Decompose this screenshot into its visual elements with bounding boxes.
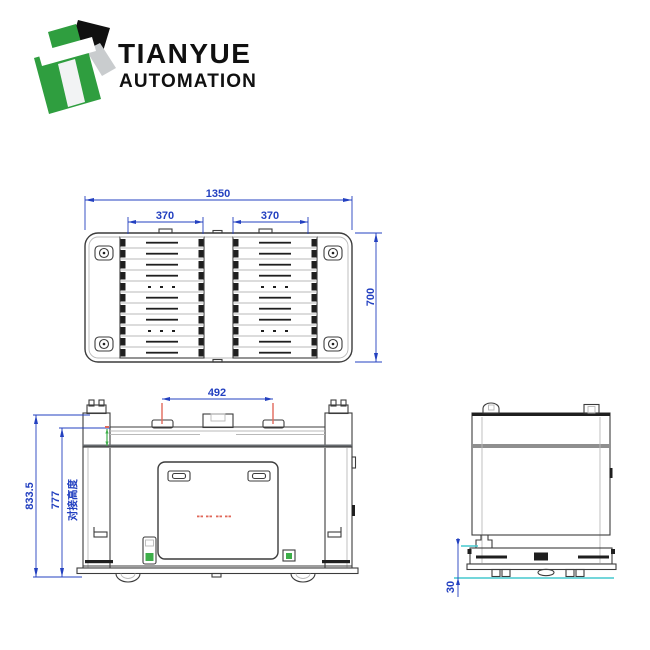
dim-overall-width-label: 700 bbox=[365, 288, 377, 306]
dim-left-bay-label: 370 bbox=[156, 210, 174, 222]
logo-mark-icon bbox=[34, 20, 116, 114]
dim-ground-clearance: 30 bbox=[445, 538, 460, 597]
sensor-box-icon bbox=[583, 403, 600, 414]
logo-title: TIANYUE bbox=[118, 38, 252, 69]
dim-docking-height: 777 对接高度 bbox=[50, 427, 110, 577]
logo: TIANYUE AUTOMATION bbox=[0, 0, 400, 130]
left-roller-bay bbox=[119, 236, 205, 359]
dim-docking-height-cn-label: 对接高度 bbox=[66, 479, 79, 521]
nameplate-marks bbox=[197, 515, 231, 518]
side-view: 30 bbox=[445, 402, 617, 597]
door-handle-icon bbox=[167, 470, 191, 482]
wheel-icon bbox=[115, 572, 141, 583]
wheel-icon bbox=[290, 572, 316, 583]
corner-boss-icon bbox=[94, 336, 114, 352]
door-handle-icon bbox=[247, 470, 271, 482]
door-panel bbox=[157, 461, 279, 560]
power-switch bbox=[282, 549, 296, 562]
dim-overall-height-label: 833.5 bbox=[24, 482, 36, 510]
dim-overall-length: 1350 bbox=[84, 188, 353, 230]
top-view: 1350 370 370 700 bbox=[84, 188, 382, 363]
corner-boss-icon bbox=[323, 336, 343, 352]
logo-subtitle: AUTOMATION bbox=[119, 71, 258, 92]
sensor-dome-icon bbox=[482, 402, 500, 414]
caster-icon bbox=[565, 568, 585, 578]
dim-ground-clearance-label: 30 bbox=[445, 581, 457, 593]
dim-right-bay: 370 bbox=[232, 210, 309, 234]
right-roller-bay bbox=[232, 236, 318, 359]
deck-offset-arrow-icon bbox=[105, 426, 109, 446]
dim-overall-width: 700 bbox=[355, 232, 382, 363]
dim-overall-length-label: 1350 bbox=[206, 188, 230, 200]
corner-boss-icon bbox=[323, 245, 343, 261]
corner-boss-icon bbox=[94, 245, 114, 261]
front-view: 492 833.5 777 对接高度 bbox=[24, 387, 359, 583]
dim-overall-height: 833.5 bbox=[24, 414, 90, 578]
caster-icon bbox=[491, 568, 511, 578]
dim-pin-span-label: 492 bbox=[208, 387, 226, 399]
estop-column bbox=[142, 536, 157, 565]
dim-docking-height-label: 777 bbox=[50, 491, 62, 509]
dim-left-bay: 370 bbox=[127, 210, 204, 234]
dim-pin-span: 492 bbox=[161, 387, 274, 424]
dim-right-bay-label: 370 bbox=[261, 210, 279, 222]
